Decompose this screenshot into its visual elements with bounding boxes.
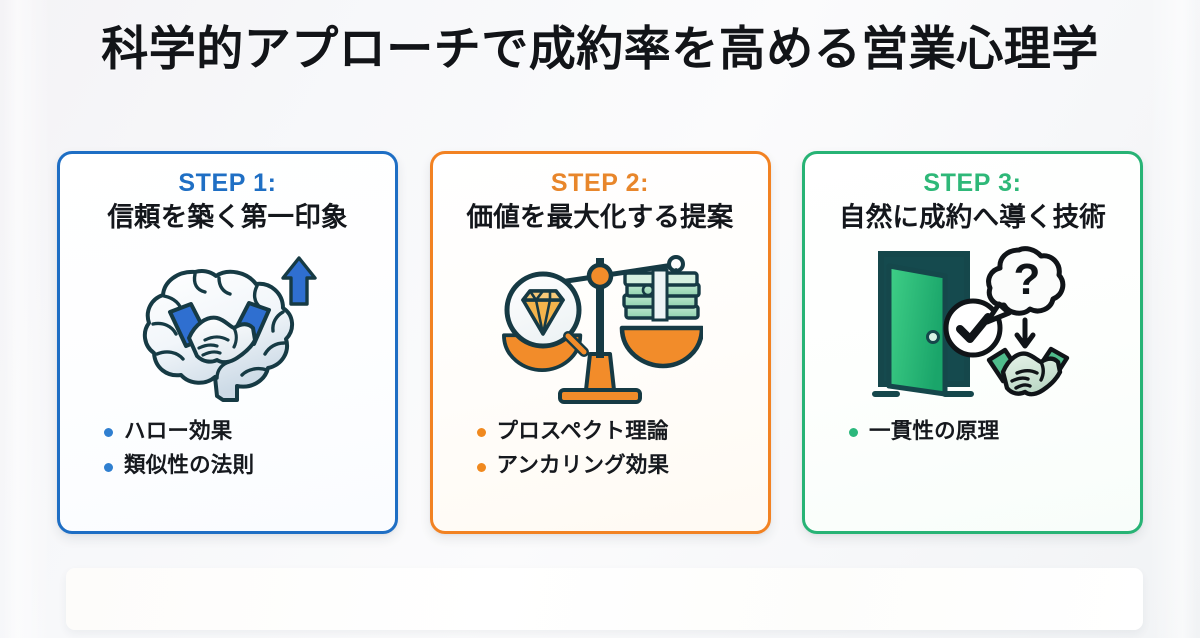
step-card-2[interactable]: STEP 2: 価値を最大化する提案	[429, 151, 771, 534]
step-card-3[interactable]: STEP 3: 自然に成約へ導く技術	[802, 151, 1143, 534]
page-title: 科学的アプローチで成約率を高める営業心理学	[101, 22, 1099, 75]
open-door-check-handshake-icon: ?	[815, 242, 1130, 407]
bullet-label: プロスペクト理論	[496, 418, 669, 443]
bullet-dot-icon	[104, 428, 113, 438]
list-item: アンカリング効果	[476, 453, 758, 479]
bullet-dot-icon	[476, 462, 486, 472]
bullet-label: ハロー効果	[124, 418, 233, 443]
page-title-wrap: 科学的アプローチで成約率を高める営業心理学	[0, 22, 1200, 76]
bullet-dot-icon	[476, 428, 486, 438]
step-heading-3: 自然に成約へ導く技術	[839, 202, 1106, 232]
list-item: プロスペクト理論	[476, 418, 758, 445]
step-bullets-3: 一貫性の原理	[815, 419, 1130, 454]
bullet-label: 一貫性の原理	[869, 418, 1000, 443]
bullet-label: アンカリング効果	[496, 453, 670, 478]
bullet-dot-icon	[104, 462, 113, 472]
step-label-3: STEP 3:	[923, 169, 1022, 197]
bullet-dot-icon	[849, 428, 858, 438]
step-bullets-2: プロスペクト理論 アンカリング効果	[443, 419, 758, 489]
step-heading-2: 価値を最大化する提案	[466, 202, 734, 232]
brain-handshake-icon	[70, 242, 385, 407]
steps-card-row: STEP 1: 信頼を築く第一印象	[57, 151, 1143, 534]
bottom-panel	[66, 568, 1143, 630]
list-item: 一貫性の原理	[849, 419, 1130, 445]
step-label-1: STEP 1:	[178, 169, 277, 197]
balance-scale-diamond-cash-icon	[443, 242, 758, 407]
list-item: 類似性の法則	[104, 453, 385, 479]
step-label-2: STEP 2:	[550, 169, 650, 197]
step-heading-1: 信頼を築く第一印象	[107, 202, 348, 232]
step-card-1[interactable]: STEP 1: 信頼を築く第一印象	[57, 151, 398, 534]
step-bullets-1: ハロー効果 類似性の法則	[70, 419, 385, 489]
list-item: ハロー効果	[104, 419, 385, 445]
svg-text:?: ?	[1013, 255, 1040, 304]
bullet-label: 類似性の法則	[124, 453, 255, 478]
